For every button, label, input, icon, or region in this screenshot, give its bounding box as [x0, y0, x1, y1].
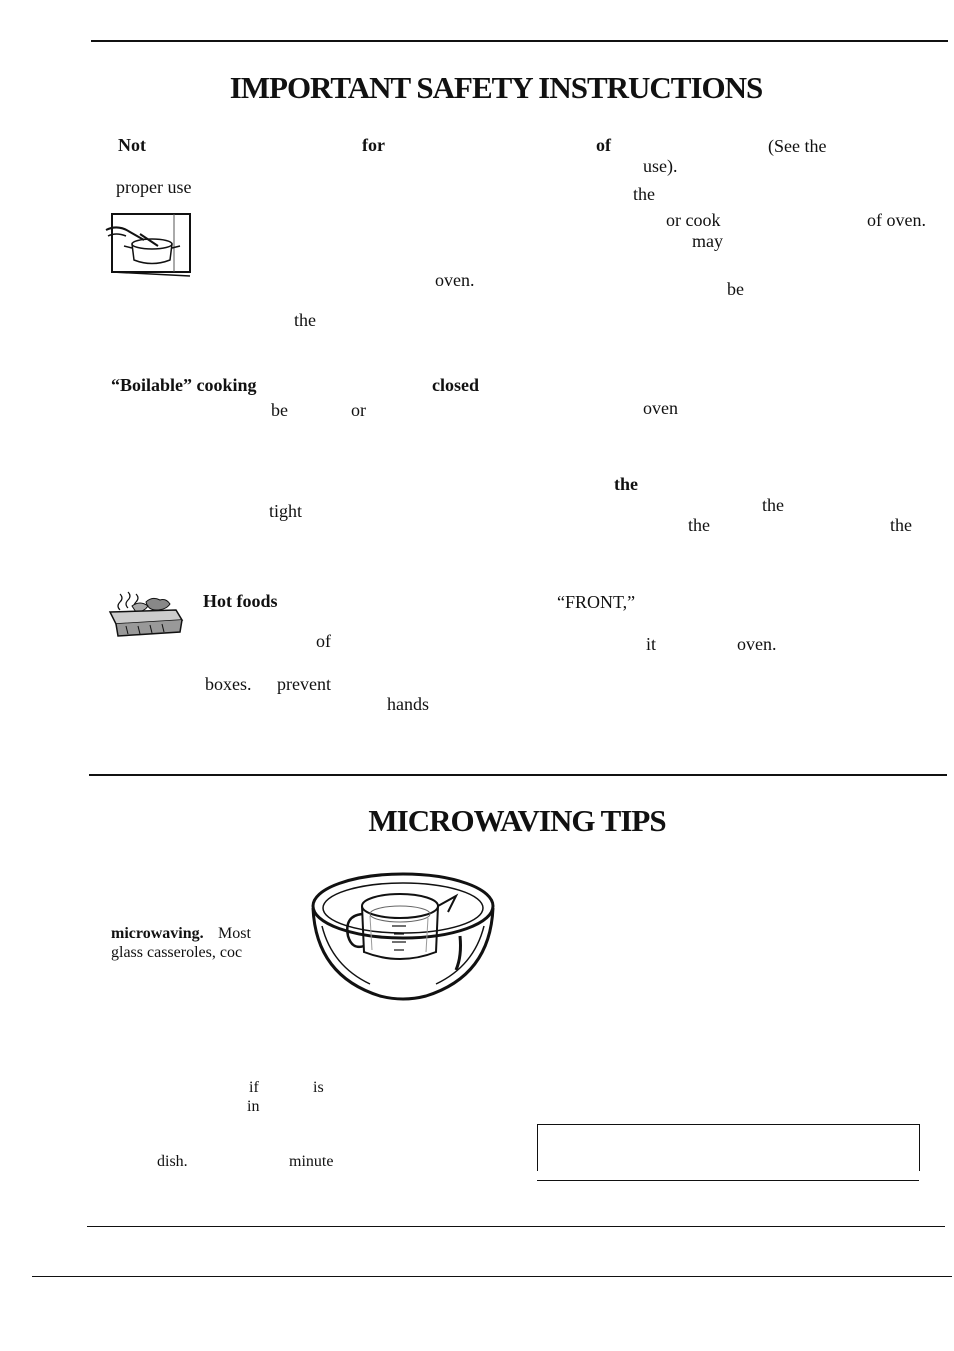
text-the: the	[688, 515, 710, 535]
text-use: use).	[643, 156, 678, 176]
text-glass-casseroles: glass casseroles, coc	[111, 945, 243, 961]
text-boxes: boxes.	[205, 674, 252, 694]
text-if: if	[249, 1079, 259, 1096]
safety-title: IMPORTANT SAFETY INSTRUCTIONS	[229, 70, 764, 105]
text-the: the	[762, 495, 784, 515]
text-closed: closed	[432, 375, 479, 395]
pot-stirring-illustration	[105, 213, 191, 277]
text-for: for	[362, 135, 385, 155]
text-or: or	[351, 400, 366, 420]
tips-title: MICROWAVING TIPS	[368, 803, 666, 838]
text-the: the	[633, 184, 655, 204]
tip-box-underline	[537, 1180, 919, 1181]
text-boilable-cooking: “Boilable” cooking	[111, 375, 257, 395]
text-tight: tight	[269, 501, 303, 521]
text-dish: dish.	[157, 1153, 188, 1170]
measuring-cup-in-bowl-illustration	[311, 872, 495, 1001]
text-of: of	[316, 631, 331, 651]
text-front: “FRONT,”	[557, 592, 636, 612]
text-most: Most	[218, 925, 251, 942]
text-oven: oven	[643, 398, 678, 418]
text-hands: hands	[387, 694, 429, 714]
text-proper-use: proper use	[116, 177, 192, 197]
text-not: Not	[118, 135, 146, 155]
tip-box-frame	[537, 1124, 920, 1171]
text-the: the	[890, 515, 912, 535]
text-minute: minute	[289, 1153, 334, 1170]
text-the: the	[614, 474, 638, 494]
top-rule	[91, 40, 948, 42]
text-in: in	[247, 1098, 260, 1115]
section-rule	[89, 774, 947, 776]
text-of: of	[596, 135, 611, 155]
text-oven: oven.	[435, 270, 475, 290]
text-oven: oven.	[737, 634, 777, 654]
text-the: the	[294, 310, 316, 330]
text-see-the: (See the	[768, 136, 827, 156]
bottom-rule	[87, 1226, 945, 1227]
text-hot-foods: Hot foods	[203, 591, 278, 611]
text-be: be	[727, 279, 744, 299]
hot-food-box-illustration	[108, 591, 184, 637]
text-may: may	[692, 231, 723, 251]
text-be: be	[271, 400, 288, 420]
text-prevent: prevent	[277, 674, 331, 694]
text-is: is	[313, 1079, 324, 1096]
text-it: it	[646, 634, 657, 654]
text-or-cook: or cook	[666, 210, 721, 230]
text-of-oven: of oven.	[867, 210, 926, 230]
footer-rule	[32, 1276, 952, 1277]
text-microwaving: microwaving.	[111, 925, 204, 942]
